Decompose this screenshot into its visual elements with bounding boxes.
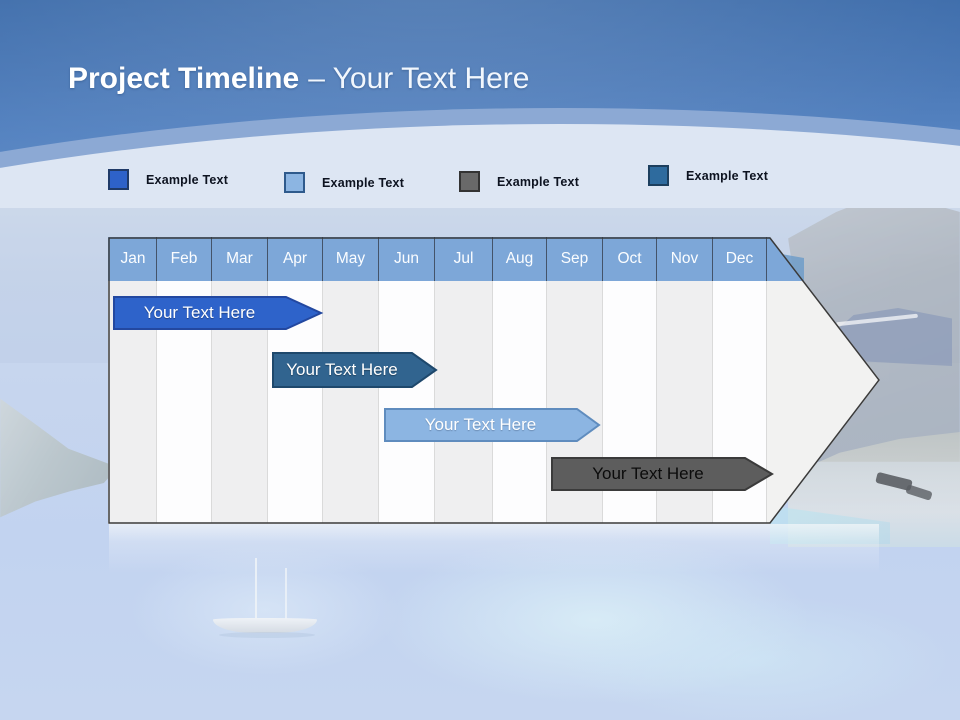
legend-item[interactable]: Example Text [108,169,228,190]
sky-band [0,0,960,208]
month-header-cell: Jun [379,237,435,281]
legend-label: Example Text [497,174,580,189]
grid-column [493,281,547,523]
grid-column [435,281,493,523]
timeline-bar[interactable]: Your Text Here [551,457,774,491]
legend-swatch-lightblue [284,172,305,193]
month-header-cell: Jan [110,237,157,281]
water-highlight [560,595,950,720]
sailboat-mast [285,568,287,620]
sailboat [205,548,325,643]
chart-reflection [109,524,879,582]
grid-column [379,281,435,523]
legend-item[interactable]: Example Text [648,165,768,186]
slide-title[interactable]: Project Timeline– Your Text Here [68,60,529,98]
bar-label: Your Text Here [143,303,256,322]
sailboat-mast [255,558,257,620]
month-header-cell: Dec [713,237,767,281]
legend-item[interactable]: Example Text [284,172,404,193]
title-suffix: – Your Text Here [308,62,530,95]
month-header-cell: Oct [603,237,657,281]
month-header-cell: Jul [435,237,493,281]
month-header-cell: Aug [493,237,547,281]
legend-label: Example Text [146,172,229,187]
month-header-cell: Mar [212,237,268,281]
legend-item[interactable]: Example Text [459,171,579,192]
legend-swatch-blue [108,169,129,190]
month-header-cell: May [323,237,379,281]
bar-label: Your Text Here [286,360,398,379]
bar-label: Your Text Here [592,464,704,483]
legend-label: Example Text [686,168,769,183]
timeline-chart: Jan Feb Mar Apr May Jun Jul Aug Sep Oct … [108,237,880,524]
legend-swatch-steelblue [648,165,669,186]
timeline-bar[interactable]: Your Text Here [113,296,324,330]
legend-swatch-gray [459,171,480,192]
title-emphasis: Project Timeline [68,62,300,95]
month-header-cell: Sep [547,237,603,281]
timeline-bar[interactable]: Your Text Here [384,408,601,442]
month-header-cell: Nov [657,237,713,281]
month-header-cell: Apr [268,237,323,281]
legend-label: Example Text [322,175,405,190]
sailboat-hull [213,618,317,633]
sailboat-shadow [219,632,315,638]
bar-label: Your Text Here [424,415,537,434]
grid-column [323,281,379,523]
month-header-cell: Feb [157,237,212,281]
timeline-bar[interactable]: Your Text Here [272,352,438,388]
